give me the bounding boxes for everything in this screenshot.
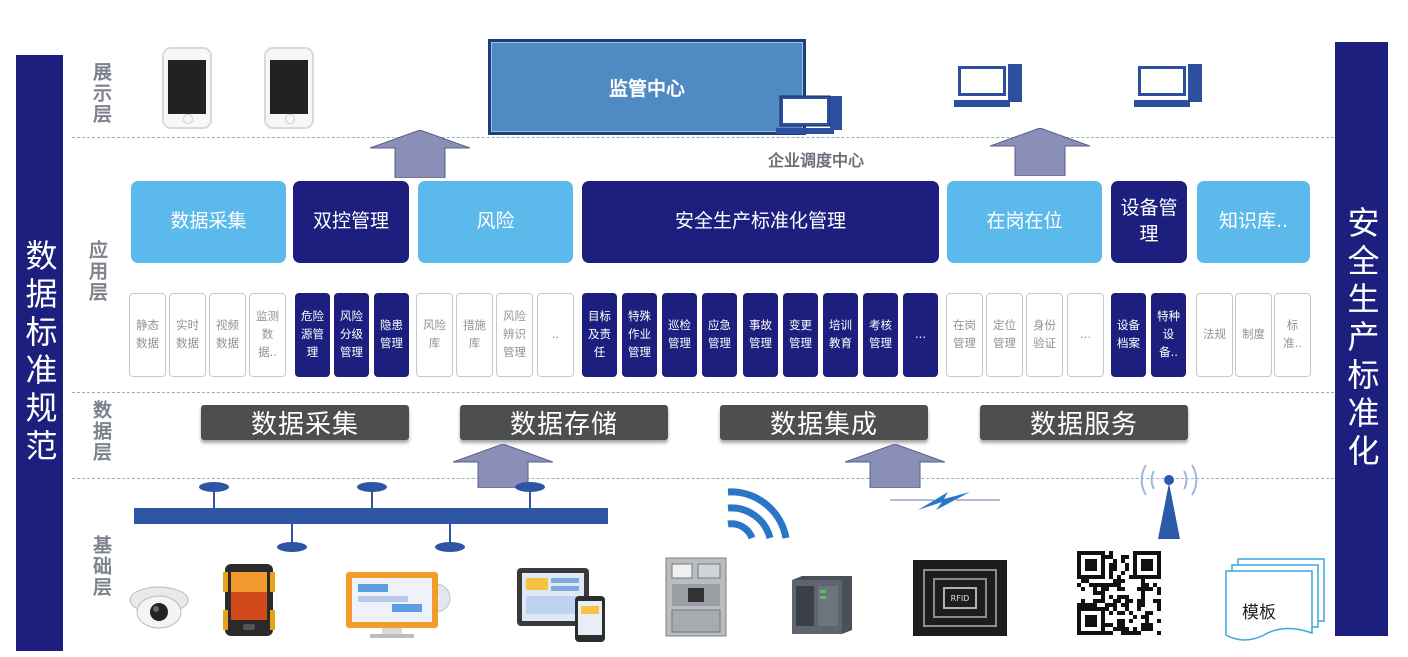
submodule-item: ..: [537, 293, 574, 377]
submodule-item: 在岗管理: [946, 293, 983, 377]
submodule-item: 巡检管理: [662, 293, 697, 377]
submodule-item: 变更管理: [783, 293, 818, 377]
submodule-item: 定位管理: [986, 293, 1023, 377]
submodule-item: 风险库: [416, 293, 453, 377]
data-integration-button: 数据集成: [720, 405, 928, 440]
separator-application: [72, 392, 1334, 393]
submodule-item: 危险源管理: [295, 293, 330, 377]
submodule-item: 法规: [1196, 293, 1233, 377]
phone-icon: [264, 47, 314, 129]
supervision-screen: 监管中心: [488, 39, 806, 135]
submodule-item: 实时数据: [169, 293, 206, 377]
layer-label-display: 展示层: [90, 62, 112, 125]
submodule-item: 特殊作业管理: [622, 293, 657, 377]
submodule-item: 风险辨识管理: [496, 293, 533, 377]
module-risk: 风险: [418, 181, 573, 263]
rfid-icon: RFID: [913, 560, 1007, 636]
rfid-label: RFID: [950, 593, 970, 603]
enterprise-monitor-icon: [776, 95, 842, 134]
template-label: 模板: [1242, 603, 1276, 623]
data-storage-button: 数据存储: [460, 405, 668, 440]
separator-data: [72, 478, 1334, 479]
module-data-collection: 数据采集: [131, 181, 286, 263]
qr-code-icon: [1075, 550, 1163, 636]
up-arrow-icon: [453, 444, 553, 488]
desktop-monitor-icon: [954, 64, 1022, 107]
submodule-item: 设备档案: [1111, 293, 1146, 377]
left-standard-bar: 数据标准规范: [16, 55, 63, 651]
monitor-icon: [346, 572, 451, 638]
separator-display: [72, 137, 1334, 138]
submodule-item: 事故管理: [743, 293, 778, 377]
desktop-monitor-icon: [1134, 64, 1202, 107]
module-safety-standardization: 安全生产标准化管理: [582, 181, 939, 263]
enterprise-center-label: 企业调度中心: [768, 151, 865, 170]
layer-label-data: 数据层: [90, 400, 112, 463]
submodule-item: 标准..: [1274, 293, 1311, 377]
submodule-item: ...: [903, 293, 938, 377]
module-equipment: 设备管理: [1111, 181, 1187, 263]
submodule-item: 目标及责任: [582, 293, 617, 377]
camera-icon: [129, 586, 189, 629]
submodule-item: 培训教育: [823, 293, 858, 377]
network-bus-icon: [134, 482, 608, 552]
submodule-item: 静态数据: [129, 293, 166, 377]
submodule-item: 制度: [1235, 293, 1272, 377]
up-arrow-icon: [845, 444, 945, 488]
document-icon: [1225, 558, 1325, 641]
antenna-icon: [1140, 464, 1198, 539]
submodule-item: 视频数据: [209, 293, 246, 377]
module-knowledge-base: 知识库..: [1197, 181, 1310, 263]
layer-label-application: 应用层: [86, 240, 108, 303]
rugged-phone-icon: [223, 564, 275, 636]
cabinet-icon: [665, 557, 727, 637]
lightning-icon: [890, 492, 1000, 510]
module-on-duty: 在岗在位: [947, 181, 1102, 263]
data-collection-button: 数据采集: [201, 405, 409, 440]
submodule-item: 特种设备..: [1151, 293, 1186, 377]
submodule-item: ...: [1067, 293, 1104, 377]
phone-icon: [162, 47, 212, 129]
up-arrow-icon: [990, 128, 1090, 176]
wifi-icon: [727, 488, 790, 540]
submodule-item: 应急管理: [702, 293, 737, 377]
up-arrow-icon: [370, 130, 470, 178]
submodule-item: 监测数据..: [249, 293, 286, 377]
module-dual-control: 双控管理: [293, 181, 409, 263]
plc-icon: [792, 576, 852, 634]
submodule-item: 措施库: [456, 293, 493, 377]
submodule-item: 隐患管理: [374, 293, 409, 377]
submodule-item: 身份验证: [1026, 293, 1063, 377]
submodule-item: 风险分级管理: [334, 293, 369, 377]
layer-label-base: 基础层: [90, 535, 112, 598]
right-standard-bar: 安全生产标准化: [1335, 42, 1388, 636]
submodule-item: 考核管理: [863, 293, 898, 377]
tablet-icon: [517, 568, 605, 642]
supervision-center-title: 监管中心: [608, 77, 685, 100]
data-service-button: 数据服务: [980, 405, 1188, 440]
